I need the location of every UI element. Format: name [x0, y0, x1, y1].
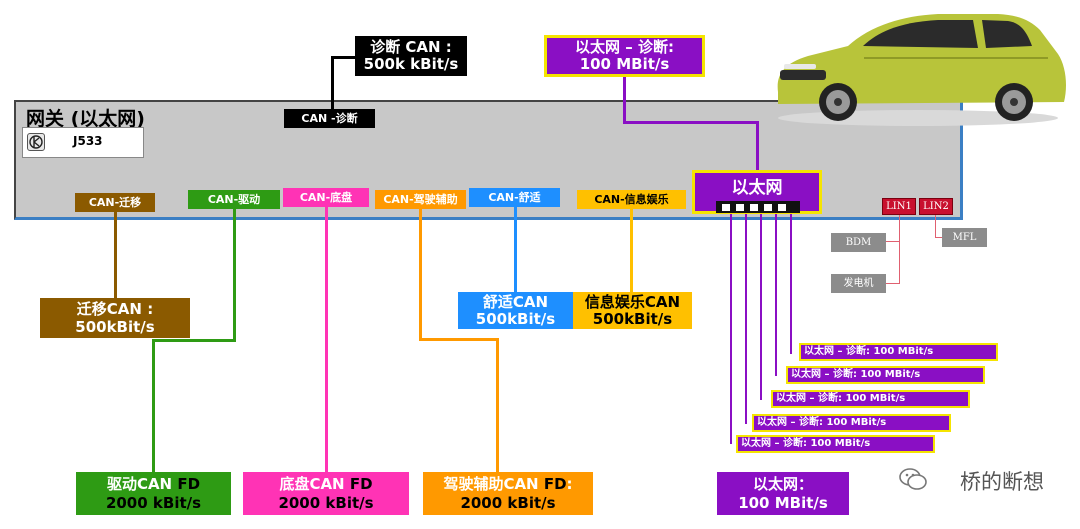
bdm-ecu: BDM — [831, 233, 886, 252]
adas-line2: 2000 kBit/s — [460, 493, 556, 512]
tag-can-comfort: CAN-舒适 — [469, 188, 560, 207]
tag-can-drive: CAN-驱动 — [188, 190, 280, 209]
watermark-text: 桥的断想 — [960, 470, 1044, 494]
eth-top-connector-v2 — [756, 121, 759, 171]
ethernet-switch-label: 以太网 — [731, 178, 783, 198]
chassis-fd-text: FD — [349, 474, 373, 493]
drive-line-v2 — [152, 339, 155, 472]
eth-line-4 — [745, 214, 747, 424]
port-3 — [750, 204, 758, 211]
migration-can-box: 迁移CAN : 500kBit/s — [40, 298, 190, 338]
diag-can-box: 诊断 CAN : 500k kBit/s — [355, 36, 467, 76]
port-2 — [736, 204, 744, 211]
generator-ecu: 发电机 — [831, 274, 886, 293]
port-4 — [764, 204, 772, 211]
chassis-can-box: 底盘CAN FD 2000 kBit/s — [243, 472, 409, 515]
drive-line1: 驱动CAN FD — [76, 475, 231, 494]
diag-connector-h — [331, 56, 355, 59]
j533-label: J533 — [73, 134, 103, 148]
eth-diag-item-2: 以太网 – 诊断: 100 MBit/s — [786, 366, 985, 384]
car-image — [777, 14, 1066, 126]
lin1-gen-line — [886, 283, 900, 284]
ethernet-box: 以太网： 100 MBit/s — [717, 472, 849, 515]
wechat-icon — [898, 466, 928, 492]
gateway-icon — [27, 133, 45, 151]
adas-line-h — [419, 338, 499, 341]
eth-diag-item-4: 以太网 – 诊断: 100 MBit/s — [752, 414, 951, 432]
lin1-bdm-line — [886, 241, 900, 242]
lin2-tag: LIN2 — [919, 198, 953, 215]
drive-line1-text: 驱动CAN — [106, 474, 178, 493]
diag-can-tag: CAN -诊断 — [284, 109, 375, 128]
eth-line-1 — [790, 214, 792, 354]
adas-line-v2 — [496, 338, 499, 472]
eth-diag-top-box: 以太网 – 诊断: 100 MBit/s — [544, 35, 705, 77]
drive-line-v1 — [233, 209, 236, 341]
eth-diag-top-line2: 100 MBit/s — [579, 55, 670, 73]
drive-can-box: 驱动CAN FD 2000 kBit/s — [76, 472, 231, 515]
infotainment-line — [630, 209, 633, 293]
diag-can-line1: 诊断 CAN : — [370, 38, 452, 56]
drive-line2: 2000 kBit/s — [105, 493, 202, 512]
ethernet-ports — [716, 201, 800, 213]
eth-diag-item-3: 以太网 – 诊断: 100 MBit/s — [771, 390, 970, 408]
drive-fd-text: FD — [177, 474, 201, 493]
eth-diag-top-line1: 以太网 – 诊断: — [575, 38, 674, 56]
eth-top-connector-h — [623, 121, 759, 124]
eth-diag-item-5: 以太网 – 诊断: 100 MBit/s — [736, 435, 935, 453]
ethernet-line2: 100 MBit/s — [738, 493, 828, 512]
j533-ecu-box: J533 — [22, 127, 144, 158]
infotainment-can-box: 信息娱乐CAN 500kBit/s — [573, 292, 692, 329]
infotainment-line2: 500kBit/s — [592, 309, 673, 328]
adas-line-v1 — [419, 209, 422, 340]
adas-fd-text: FD — [543, 474, 567, 493]
chassis-line1: 底盘CAN FD — [243, 475, 409, 494]
drive-line-h — [152, 339, 236, 342]
tag-can-migration: CAN-迁移 — [75, 193, 155, 212]
migration-line1: 迁移CAN : — [76, 300, 154, 318]
comfort-line1: 舒适CAN — [482, 292, 549, 311]
comfort-line2: 500kBit/s — [475, 309, 556, 328]
comfort-can-box: 舒适CAN 500kBit/s — [458, 292, 573, 329]
diag-connector-v — [331, 56, 334, 110]
eth-line-2 — [775, 214, 777, 376]
lin1-line-v — [899, 215, 900, 283]
chassis-line1-text: 底盘CAN — [279, 474, 350, 493]
eth-line-5 — [730, 214, 732, 444]
port-5 — [778, 204, 786, 211]
gateway-title: 网关 (以太网) — [26, 108, 145, 130]
infotainment-line1: 信息娱乐CAN — [584, 292, 681, 311]
lin2-line-v — [935, 215, 936, 238]
eth-line-3 — [760, 214, 762, 400]
migration-line — [114, 212, 117, 298]
chassis-line — [325, 207, 328, 472]
migration-line2: 500kBit/s — [75, 318, 155, 336]
tag-can-chassis: CAN-底盘 — [283, 188, 369, 207]
comfort-line — [514, 207, 517, 293]
mfl-ecu: MFL — [942, 228, 987, 247]
port-1 — [722, 204, 730, 211]
lin2-line-h — [935, 237, 943, 238]
adas-colon-text: : — [566, 474, 573, 493]
adas-can-box: 驾驶辅助CAN FD: 2000 kBit/s — [423, 472, 593, 515]
lin1-tag: LIN1 — [882, 198, 916, 215]
eth-diag-item-1: 以太网 – 诊断: 100 MBit/s — [799, 343, 998, 361]
eth-top-connector-v1 — [623, 77, 626, 123]
ethernet-line1: 以太网： — [752, 474, 813, 493]
diag-can-line2: 500k kBit/s — [363, 55, 459, 73]
chassis-line2: 2000 kBit/s — [278, 493, 374, 512]
ethernet-switch: 以太网 — [692, 170, 822, 214]
tag-can-infotainment: CAN-信息娱乐 — [577, 190, 686, 209]
adas-line1-text: 驾驶辅助CAN — [443, 474, 544, 493]
tag-can-adas: CAN-驾驶辅助 — [375, 190, 466, 209]
adas-line1: 驾驶辅助CAN FD: — [423, 475, 593, 494]
